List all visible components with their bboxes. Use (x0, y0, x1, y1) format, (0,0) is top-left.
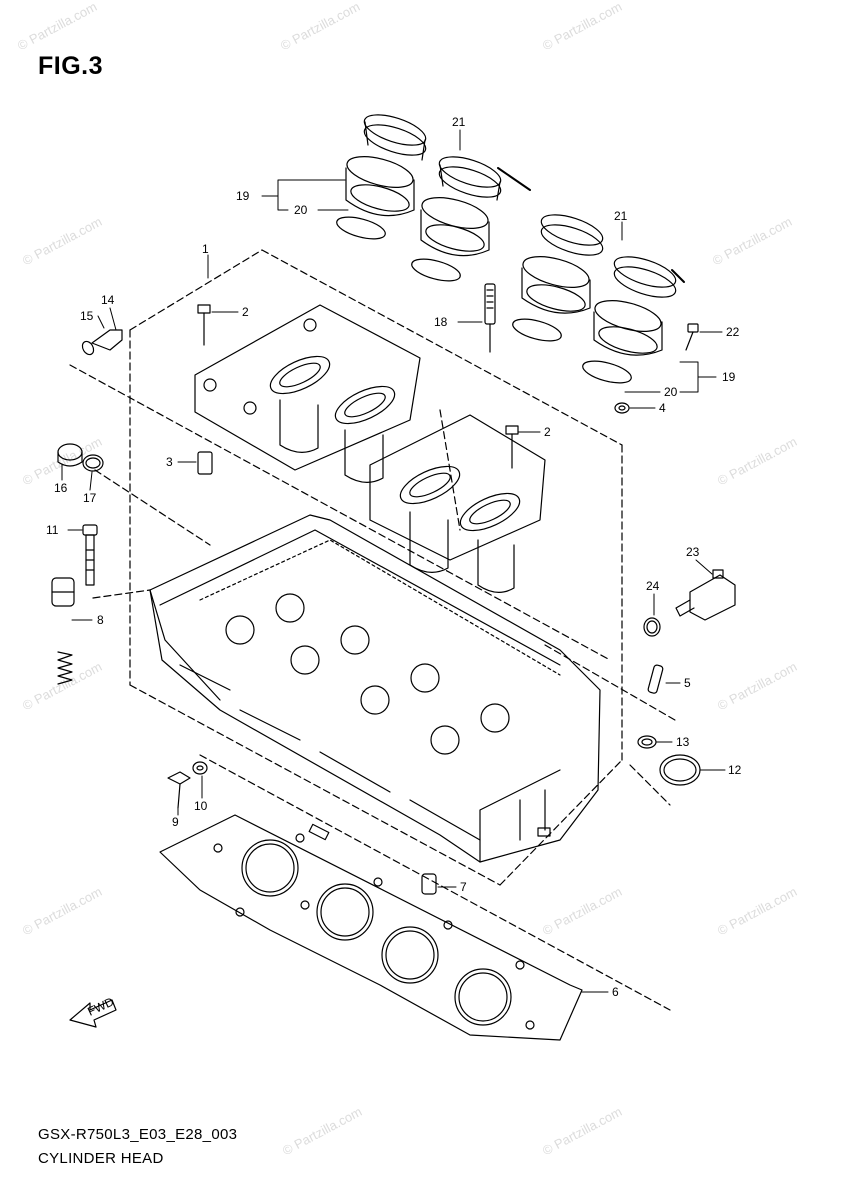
cap-16 (57, 443, 83, 467)
callout-16: 16 (54, 481, 68, 495)
callout-2: 2 (544, 425, 551, 439)
valve-cap-8 (51, 577, 75, 607)
bolt-2-left (197, 304, 211, 346)
callout-18: 18 (434, 315, 448, 329)
callout-15: 15 (80, 309, 94, 323)
cylinder-head-gasket (159, 814, 583, 1041)
intake-manifold-right (369, 414, 546, 593)
callout-21: 21 (614, 209, 628, 223)
bolt-2-right (505, 425, 519, 469)
leader-lines (61, 129, 726, 993)
bolt-9 (167, 771, 191, 809)
callout-1: 1 (202, 242, 209, 256)
callout-2: 2 (242, 305, 249, 319)
callout-9: 9 (172, 815, 179, 829)
callout-19: 19 (722, 370, 736, 384)
intake-pipe-lower-pair (512, 256, 663, 384)
callout-10: 10 (194, 799, 208, 813)
dowel-3 (197, 451, 213, 475)
intake-pipe-upper-pair (336, 156, 490, 282)
gasket-17 (82, 454, 104, 472)
gasket-24 (643, 617, 661, 637)
dowel-7 (421, 873, 437, 895)
bolt-22 (685, 323, 699, 351)
callout-5: 5 (684, 676, 691, 690)
callout-21: 21 (452, 115, 466, 129)
callout-labels: 1 2 2 3 4 5 6 7 8 9 10 11 12 13 14 15 16… (46, 115, 742, 1019)
callout-23: 23 (686, 545, 700, 559)
callout-24: 24 (646, 579, 660, 593)
washer-4 (614, 402, 630, 414)
callout-19: 19 (236, 189, 250, 203)
assembly-boundary (69, 249, 676, 1011)
o-ring-12 (659, 754, 701, 786)
washer-10 (192, 761, 208, 775)
callout-4: 4 (659, 401, 666, 415)
gasket-13 (637, 735, 657, 749)
callout-13: 13 (676, 735, 690, 749)
valve-spring (57, 651, 73, 685)
spark-plug (484, 283, 496, 353)
callout-20: 20 (664, 385, 678, 399)
dowel-5 (647, 664, 664, 694)
callout-14: 14 (101, 293, 115, 307)
callout-11: 11 (46, 523, 59, 537)
plug-14 (81, 329, 123, 356)
callout-12: 12 (728, 763, 742, 777)
intake-manifold-left (194, 304, 421, 483)
callout-3: 3 (166, 455, 173, 469)
callout-7: 7 (460, 880, 467, 894)
throttle-body-boot-upper-pair (363, 114, 531, 201)
callout-17: 17 (83, 491, 97, 505)
callout-22: 22 (726, 325, 740, 339)
temperature-sensor-23 (675, 569, 736, 621)
callout-8: 8 (97, 613, 104, 627)
stud-11 (82, 524, 98, 586)
callout-6: 6 (612, 985, 619, 999)
figure-title: FIG.3 (38, 52, 104, 80)
diagram-code: GSX-R750L3_E03_E28_003 (38, 1126, 238, 1143)
diagram-name: CYLINDER HEAD (38, 1150, 164, 1167)
throttle-body-boot-lower-pair (540, 214, 685, 298)
forward-arrow-icon (69, 999, 117, 1028)
callout-20: 20 (294, 203, 308, 217)
cylinder-head (149, 514, 601, 863)
